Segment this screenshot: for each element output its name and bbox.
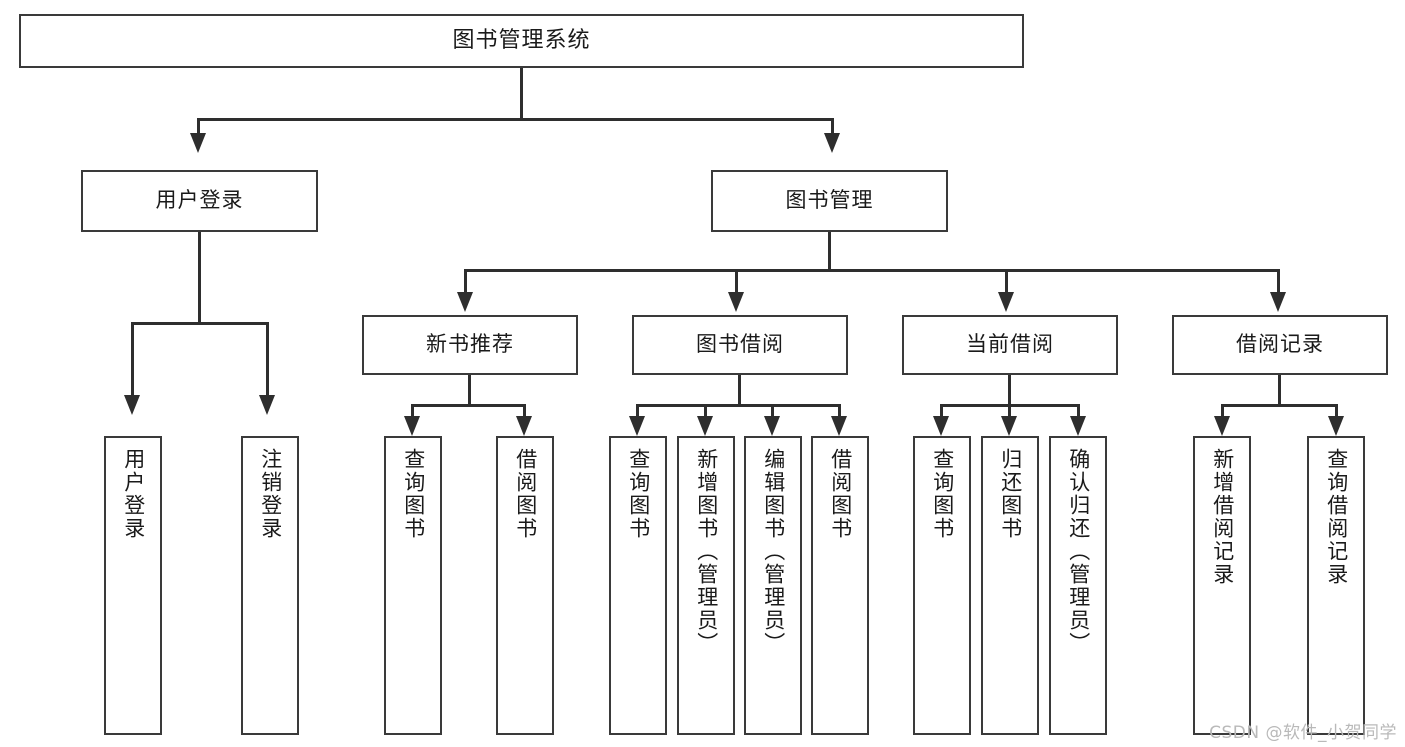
connector-level3-drop-1 <box>464 269 467 294</box>
leaf-query-book-borrow[interactable]: 查询图书 <box>609 436 667 735</box>
connector-root-bus <box>197 118 834 121</box>
node-label: 图书借阅 <box>696 332 784 357</box>
node-label: 借阅记录 <box>1236 332 1324 357</box>
connector-borrow-stem <box>738 375 741 407</box>
arrow-to-leaf-query-record <box>1328 416 1344 436</box>
connector-records-bus <box>1221 404 1338 407</box>
connector-level3-drop-3 <box>1005 269 1008 294</box>
arrow-to-leaf-add-book <box>697 416 713 436</box>
leaf-edit-book[interactable]: 编辑图书（管理员） <box>744 436 802 735</box>
arrow-to-current-borrow <box>998 292 1014 312</box>
connector-borrow-drop-4 <box>838 404 841 418</box>
connector-borrow-bus <box>636 404 840 407</box>
node-label: 新书推荐 <box>426 332 514 357</box>
arrow-to-leaf-borrow-book-2 <box>831 416 847 436</box>
connector-root-drop-1 <box>197 118 200 135</box>
connector-records-drop-1 <box>1221 404 1224 418</box>
connector-recommend-drop-1 <box>411 404 414 418</box>
node-label: 图书管理 <box>785 188 874 213</box>
node-label: 图书管理系统 <box>452 27 591 53</box>
arrow-to-leaf-query-book-2 <box>629 416 645 436</box>
leaf-label: 查询图书 <box>930 448 955 540</box>
connector-recommend-bus <box>411 404 526 407</box>
arrow-to-leaf-edit-book <box>764 416 780 436</box>
connector-records-stem <box>1278 375 1281 407</box>
arrow-to-user-login <box>190 133 206 153</box>
leaf-query-borrow-record[interactable]: 查询借阅记录 <box>1307 436 1365 735</box>
arrow-to-leaf-return-book <box>1001 416 1017 436</box>
leaf-label: 新增图书（管理员） <box>694 448 719 655</box>
leaf-borrow-book[interactable]: 借阅图书 <box>811 436 869 735</box>
node-book-manage[interactable]: 图书管理 <box>711 170 948 232</box>
connector-user-login-stem <box>198 232 201 324</box>
leaf-label: 借阅图书 <box>513 448 538 540</box>
node-new-book-recommend[interactable]: 新书推荐 <box>362 315 578 375</box>
connector-root-drop-2 <box>831 118 834 135</box>
connector-records-drop-2 <box>1335 404 1338 418</box>
leaf-query-book-current[interactable]: 查询图书 <box>913 436 971 735</box>
arrow-to-leaf-query-book-3 <box>933 416 949 436</box>
arrow-to-book-borrow <box>728 292 744 312</box>
arrow-to-borrow-records <box>1270 292 1286 312</box>
leaf-add-borrow-record[interactable]: 新增借阅记录 <box>1193 436 1251 735</box>
connector-borrow-drop-1 <box>636 404 639 418</box>
connector-recommend-drop-2 <box>523 404 526 418</box>
node-book-borrow[interactable]: 图书借阅 <box>632 315 848 375</box>
connector-borrow-drop-3 <box>771 404 774 418</box>
connector-level3-bus <box>464 269 1280 272</box>
node-user-login[interactable]: 用户登录 <box>81 170 318 232</box>
leaf-label: 归还图书 <box>998 448 1023 540</box>
connector-book-manage-stem <box>828 232 831 272</box>
node-label: 当前借阅 <box>966 332 1054 357</box>
arrow-to-book-manage <box>824 133 840 153</box>
connector-level3-drop-2 <box>735 269 738 294</box>
leaf-label: 确认归还（管理员） <box>1066 448 1091 655</box>
arrow-to-leaf-user-login <box>124 395 140 415</box>
node-label: 用户登录 <box>155 188 244 213</box>
leaf-label: 编辑图书（管理员） <box>761 448 786 655</box>
connector-current-drop-2 <box>1008 404 1011 418</box>
connector-recommend-stem <box>468 375 471 407</box>
arrow-to-leaf-query-book-1 <box>404 416 420 436</box>
connector-user-login-bus <box>131 322 269 325</box>
leaf-return-book[interactable]: 归还图书 <box>981 436 1039 735</box>
connector-user-login-drop-1 <box>131 322 134 397</box>
leaf-confirm-return[interactable]: 确认归还（管理员） <box>1049 436 1107 735</box>
connector-root-stem <box>520 68 523 120</box>
leaf-label: 新增借阅记录 <box>1210 448 1235 586</box>
connector-current-drop-3 <box>1077 404 1080 418</box>
leaf-label: 查询图书 <box>626 448 651 540</box>
arrow-to-leaf-add-record <box>1214 416 1230 436</box>
node-root-system[interactable]: 图书管理系统 <box>19 14 1024 68</box>
connector-current-stem <box>1008 375 1011 407</box>
leaf-label: 借阅图书 <box>828 448 853 540</box>
arrow-to-new-book-recommend <box>457 292 473 312</box>
node-current-borrow[interactable]: 当前借阅 <box>902 315 1118 375</box>
arrow-to-leaf-borrow-book-1 <box>516 416 532 436</box>
connector-user-login-drop-2 <box>266 322 269 397</box>
leaf-logout[interactable]: 注销登录 <box>241 436 299 735</box>
connector-level3-drop-4 <box>1277 269 1280 294</box>
arrow-to-leaf-logout <box>259 395 275 415</box>
connector-current-drop-1 <box>940 404 943 418</box>
leaf-label: 查询借阅记录 <box>1324 448 1349 586</box>
leaf-user-login[interactable]: 用户登录 <box>104 436 162 735</box>
arrow-to-leaf-confirm-return <box>1070 416 1086 436</box>
leaf-label: 注销登录 <box>258 448 283 540</box>
leaf-label: 用户登录 <box>121 448 146 540</box>
leaf-label: 查询图书 <box>401 448 426 540</box>
leaf-add-book[interactable]: 新增图书（管理员） <box>677 436 735 735</box>
leaf-borrow-book-recommend[interactable]: 借阅图书 <box>496 436 554 735</box>
node-borrow-records[interactable]: 借阅记录 <box>1172 315 1388 375</box>
connector-borrow-drop-2 <box>704 404 707 418</box>
leaf-query-book-recommend[interactable]: 查询图书 <box>384 436 442 735</box>
